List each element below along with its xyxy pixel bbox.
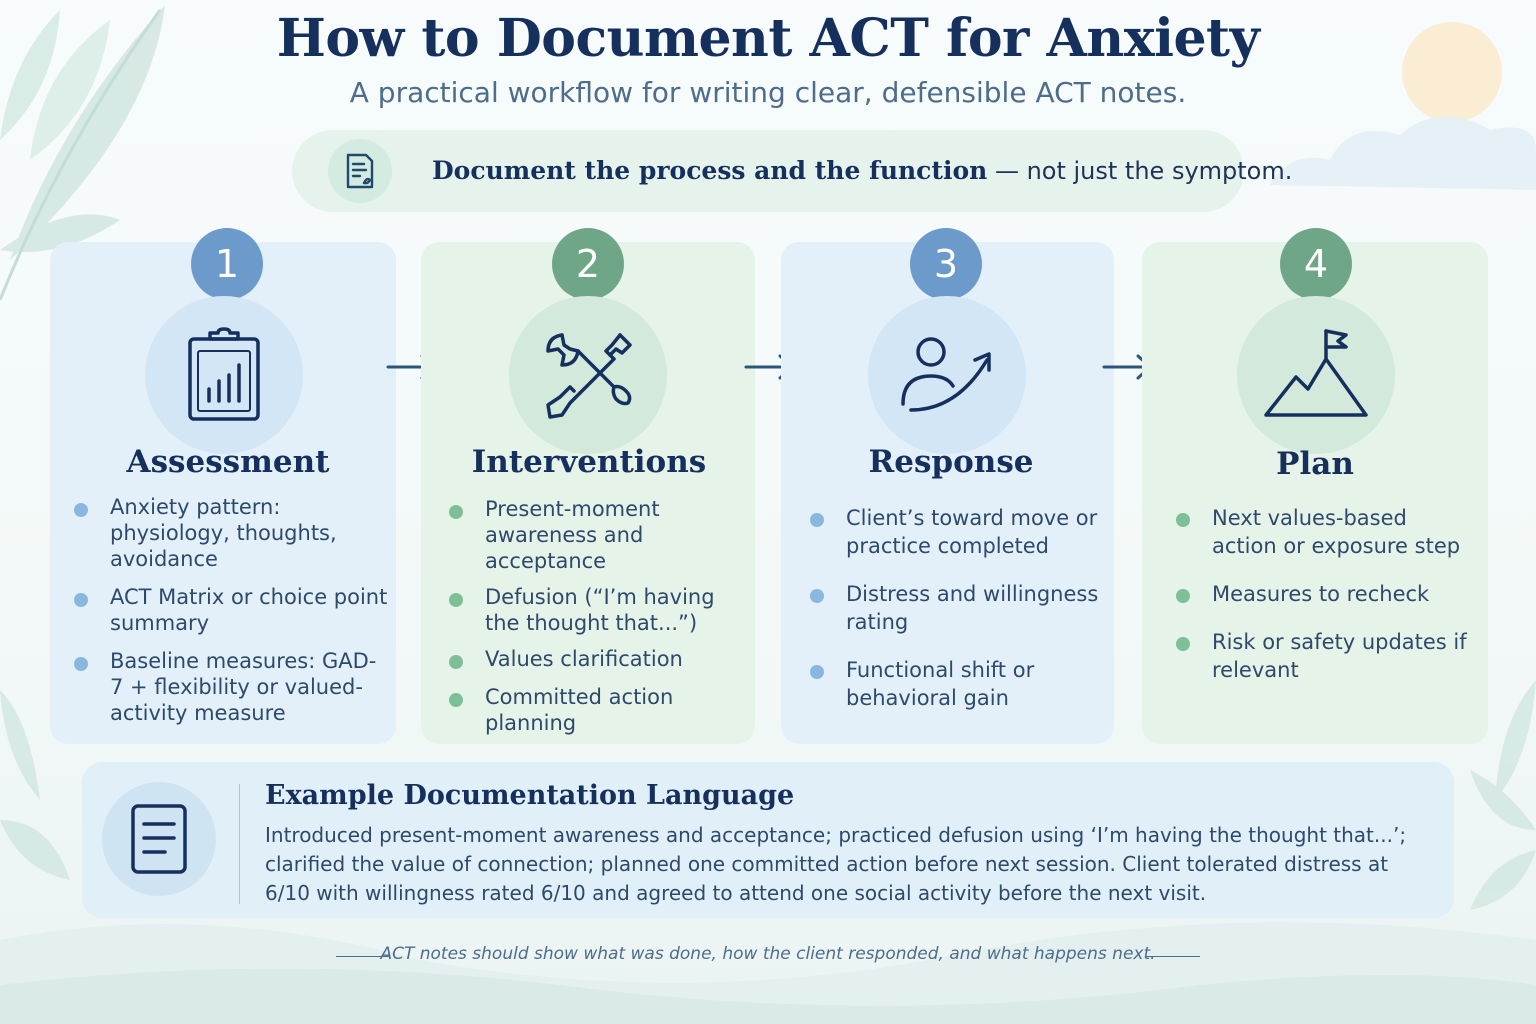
list-item: Functional shift or behavioral gain [810, 656, 1108, 712]
list-item: Risk or safety updates if relevant [1176, 628, 1476, 684]
example-text: Introduced present-moment awareness and … [265, 823, 1407, 905]
example-title: Example Documentation Language [265, 780, 795, 811]
list-item: Distress and willingness rating [810, 580, 1108, 636]
list-item: Anxiety pattern: physiology, thoughts, a… [74, 494, 388, 572]
list-item: Present-moment awareness and acceptance [449, 496, 749, 574]
footer-note: ACT notes should show what was done, how… [380, 944, 1156, 964]
document-pen-icon [328, 139, 392, 203]
person-growth-icon [868, 296, 1026, 454]
divider [336, 956, 390, 957]
interventions-bullets: Present-moment awareness and acceptance … [449, 496, 749, 736]
clipboard-chart-icon [145, 296, 303, 454]
assessment-bullets: Anxiety pattern: physiology, thoughts, a… [74, 494, 388, 726]
divider [239, 784, 240, 904]
list-item: Values clarification [449, 646, 749, 672]
banner-text: Document the process and the function — … [432, 156, 1292, 185]
mountain-flag-icon [1237, 296, 1395, 454]
step-number-3: 3 [910, 228, 982, 300]
step-title-plan: Plan [1276, 446, 1354, 482]
step-title-response: Response [868, 444, 1034, 480]
list-item: Measures to recheck [1176, 580, 1476, 608]
tools-icon [509, 296, 667, 454]
list-item: Next values-based action or exposure ste… [1176, 504, 1476, 560]
banner-strong-text: Document the process and the function [432, 156, 988, 185]
list-item: Defusion (“I’m having the thought that..… [449, 584, 749, 636]
list-item: Baseline measures: GAD-7 + flexibility o… [74, 648, 388, 726]
step-title-assessment: Assessment [126, 444, 330, 480]
divider [1146, 956, 1200, 957]
step-title-interventions: Interventions [471, 444, 707, 480]
list-item: Committed action planning [449, 684, 749, 736]
page-title: How to Document ACT for Anxiety [276, 8, 1260, 69]
banner-rest-text: — not just the symptom. [987, 157, 1293, 185]
step-number-2: 2 [552, 228, 624, 300]
example-documentation-panel: Example Documentation Language Introduce… [82, 762, 1454, 918]
list-item: Client’s toward move or practice complet… [810, 504, 1108, 560]
plan-bullets: Next values-based action or exposure ste… [1176, 504, 1476, 684]
document-icon [102, 782, 216, 896]
key-message-banner: Document the process and the function — … [292, 130, 1292, 212]
list-item: ACT Matrix or choice point summary [74, 584, 388, 636]
step-number-1: 1 [191, 228, 263, 300]
page-subtitle: A practical workflow for writing clear, … [349, 76, 1187, 109]
response-bullets: Client’s toward move or practice complet… [810, 504, 1108, 712]
step-number-4: 4 [1280, 228, 1352, 300]
